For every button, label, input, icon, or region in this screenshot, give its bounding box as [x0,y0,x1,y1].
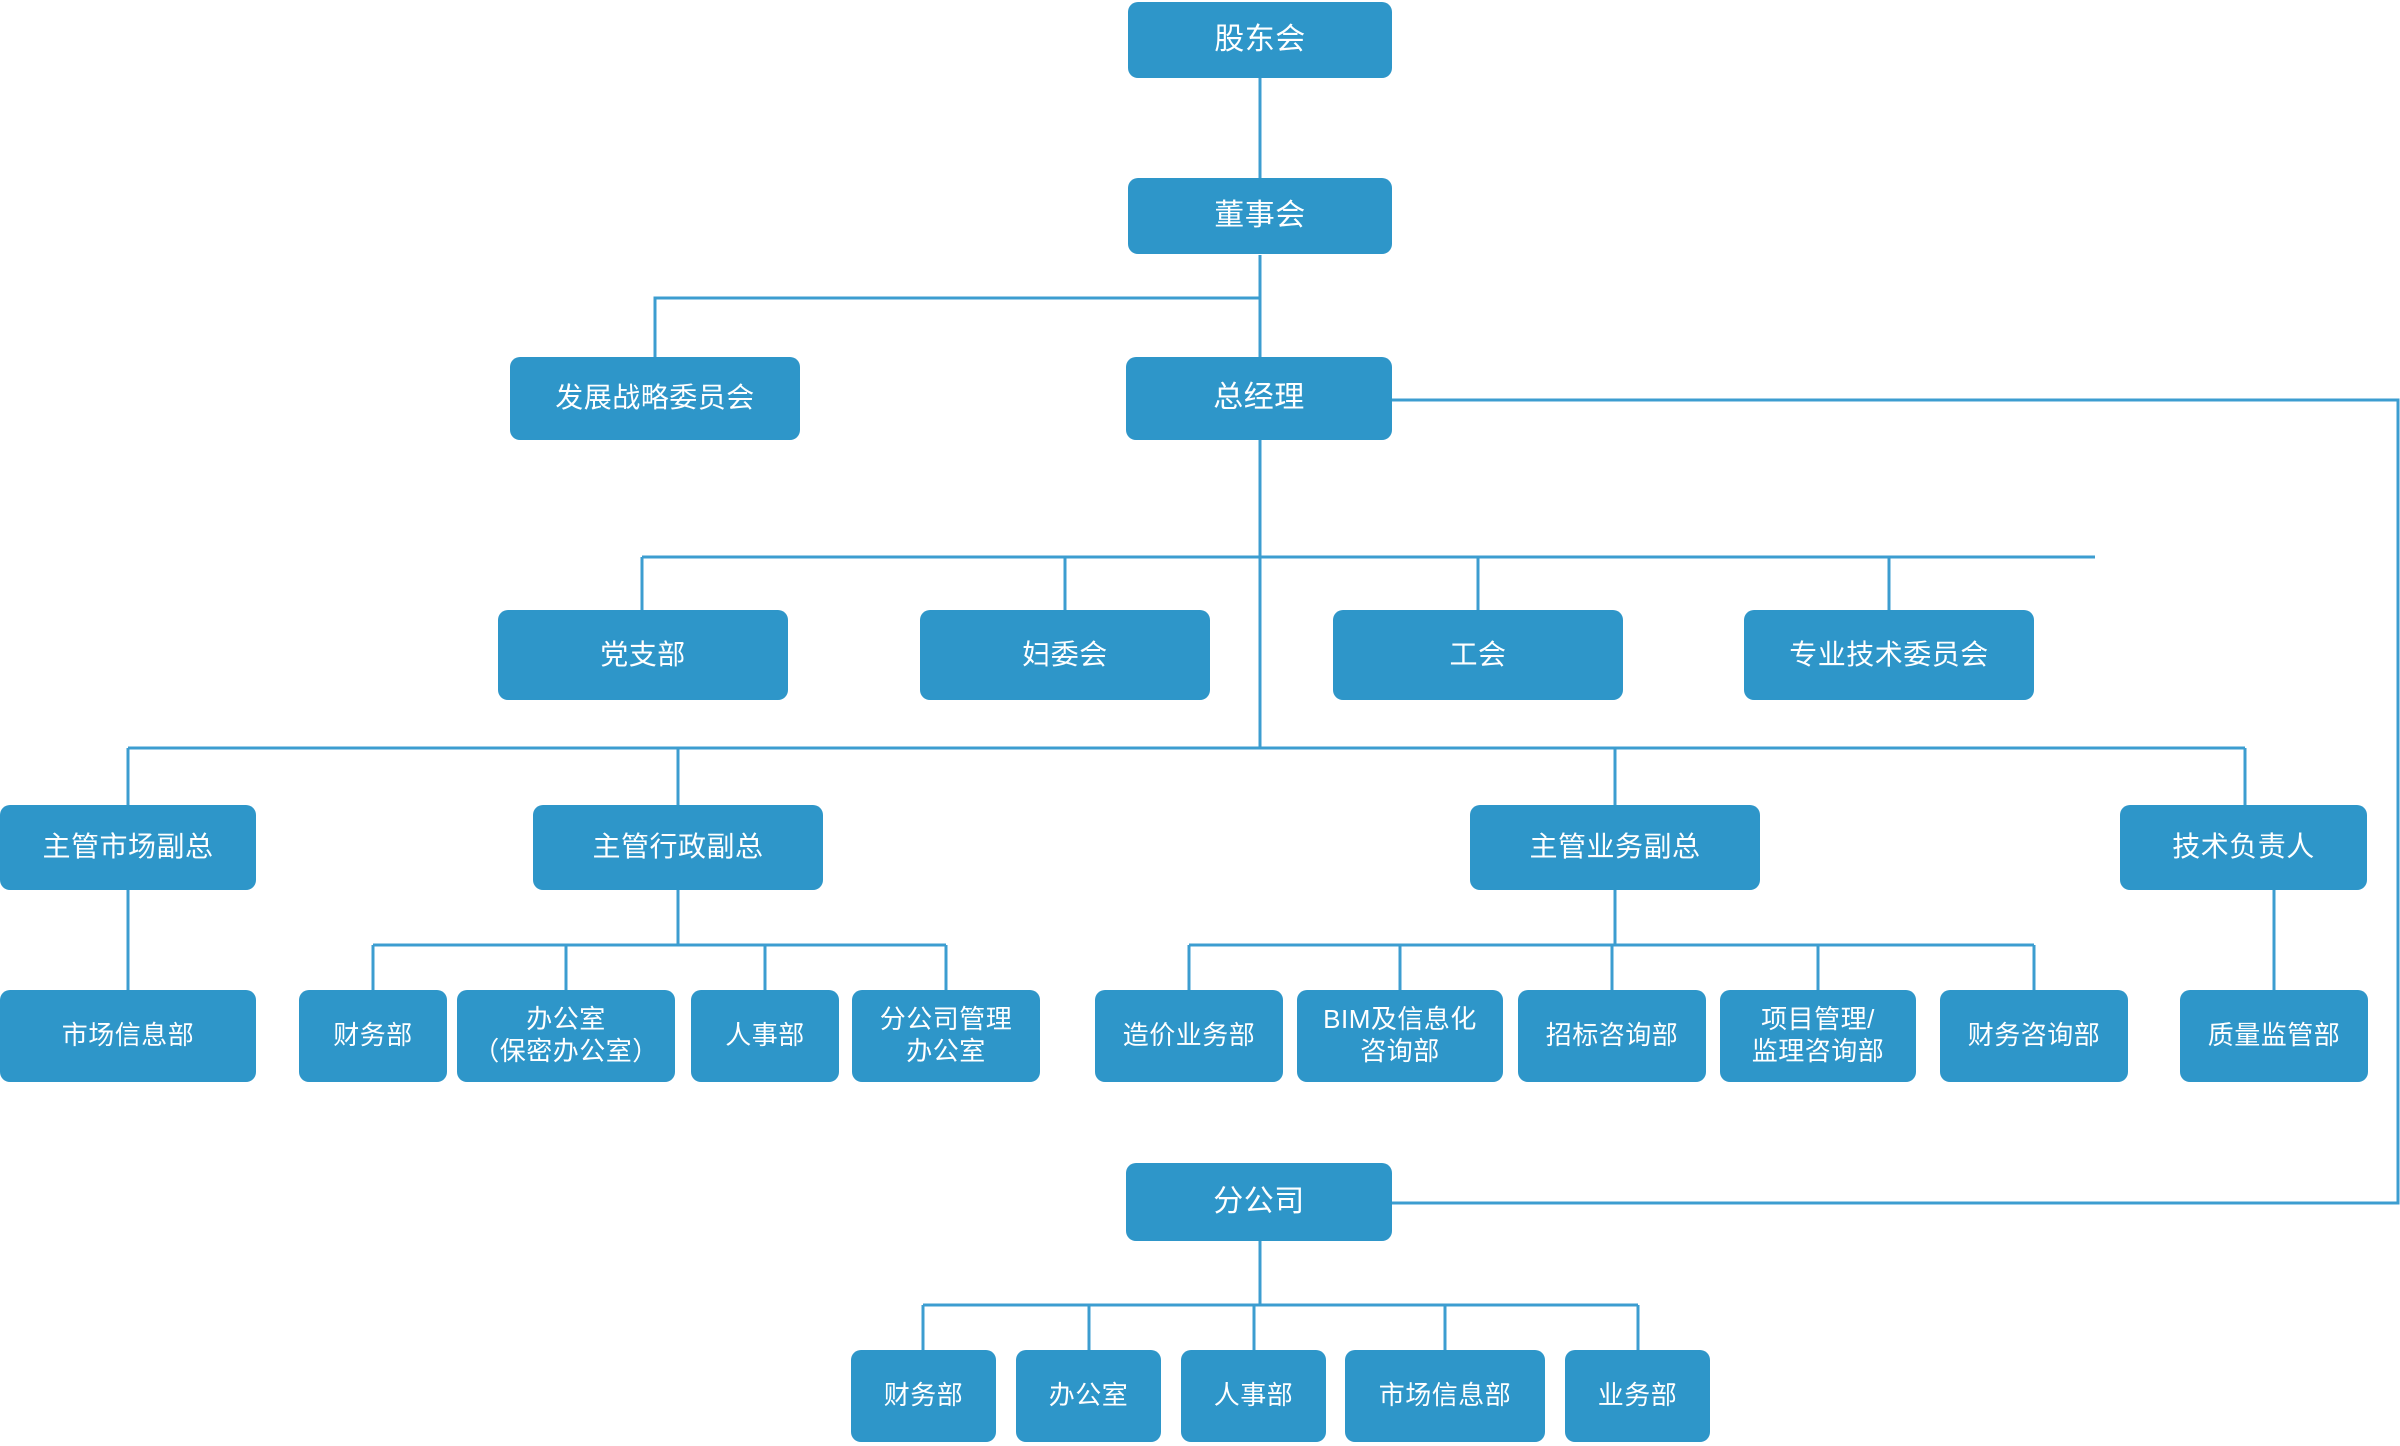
org-node-branch-finance[interactable]: 财务部 [851,1350,996,1442]
edge-gm-right-to-branch [1392,398,2400,1205]
org-node-label: 财务咨询部 [1967,1020,2101,1051]
org-node-dept-quality[interactable]: 质量监管部 [2180,990,2368,1082]
org-node-shareholders[interactable]: 股东会 [1128,2,1392,78]
org-node-label: 妇委会 [1022,638,1108,670]
org-node-dept-cost[interactable]: 造价业务部 [1095,990,1283,1082]
org-node-label: 财务部 [333,1020,413,1051]
org-node-label: 造价业务部 [1122,1020,1256,1051]
org-node-dept-office[interactable]: 办公室 （保密办公室） [457,990,675,1082]
org-node-dept-fin-consult[interactable]: 财务咨询部 [1940,990,2128,1082]
org-node-dept-finance[interactable]: 财务部 [299,990,447,1082]
org-node-label: 人事部 [1213,1380,1294,1411]
org-node-dept-hr[interactable]: 人事部 [691,990,839,1082]
org-node-dept-bim[interactable]: BIM及信息化 咨询部 [1297,990,1503,1082]
org-node-label: 分公司 [1213,1184,1305,1218]
org-node-branch-office[interactable]: 办公室 [1016,1350,1161,1442]
org-node-label: 主管市场副总 [42,831,214,863]
org-node-tech-director[interactable]: 技术负责人 [2120,805,2367,890]
org-node-label: 发展战略委员会 [555,382,755,414]
org-node-vp-admin[interactable]: 主管行政副总 [533,805,823,890]
org-node-label: 专业技术委员会 [1789,638,1989,670]
org-node-label: 质量监管部 [2207,1020,2341,1051]
org-node-branch-hr[interactable]: 人事部 [1181,1350,1326,1442]
org-node-label: 分公司管理 办公室 [879,1004,1013,1066]
org-node-label: 董事会 [1214,198,1306,232]
org-node-label: 财务部 [883,1380,964,1411]
org-node-labor-union[interactable]: 工会 [1333,610,1623,700]
org-node-label: 总经理 [1213,381,1305,415]
org-node-label: 招标咨询部 [1545,1020,1679,1051]
org-node-womens-committee[interactable]: 妇委会 [920,610,1210,700]
org-node-label: 人事部 [725,1020,805,1051]
org-node-label: 技术负责人 [2172,831,2315,863]
org-node-label: 工会 [1449,638,1507,670]
org-node-label: 主管行政副总 [592,831,764,863]
org-node-dept-branch-mgmt[interactable]: 分公司管理 办公室 [852,990,1040,1082]
org-node-vp-business[interactable]: 主管业务副总 [1470,805,1760,890]
org-node-general-manager[interactable]: 总经理 [1126,357,1392,440]
org-node-label: 项目管理/ 监理咨询部 [1751,1004,1885,1066]
org-node-label: 办公室 [1048,1380,1129,1411]
org-node-label: 办公室 （保密办公室） [473,1004,659,1066]
org-node-label: 市场信息部 [1378,1380,1512,1411]
org-node-label: 股东会 [1214,22,1306,56]
org-node-board[interactable]: 董事会 [1128,178,1392,254]
org-node-vp-market[interactable]: 主管市场副总 [0,805,256,890]
org-node-label: BIM及信息化 咨询部 [1323,1004,1477,1066]
org-node-dept-pm[interactable]: 项目管理/ 监理咨询部 [1720,990,1916,1082]
org-node-branch-business[interactable]: 业务部 [1565,1350,1710,1442]
org-node-label: 市场信息部 [61,1020,195,1051]
org-node-party-branch[interactable]: 党支部 [498,610,788,700]
org-node-label: 党支部 [600,638,686,670]
edge-board-to-strategy [653,296,1260,357]
org-node-strategy-committee[interactable]: 发展战略委员会 [510,357,800,440]
org-node-tech-committee[interactable]: 专业技术委员会 [1744,610,2034,700]
org-node-label: 主管业务副总 [1529,831,1701,863]
org-node-branch-company[interactable]: 分公司 [1126,1163,1392,1241]
org-node-branch-market-info[interactable]: 市场信息部 [1345,1350,1545,1442]
org-node-label: 业务部 [1597,1380,1678,1411]
org-node-dept-tender[interactable]: 招标咨询部 [1518,990,1706,1082]
org-node-dept-market-info[interactable]: 市场信息部 [0,990,256,1082]
